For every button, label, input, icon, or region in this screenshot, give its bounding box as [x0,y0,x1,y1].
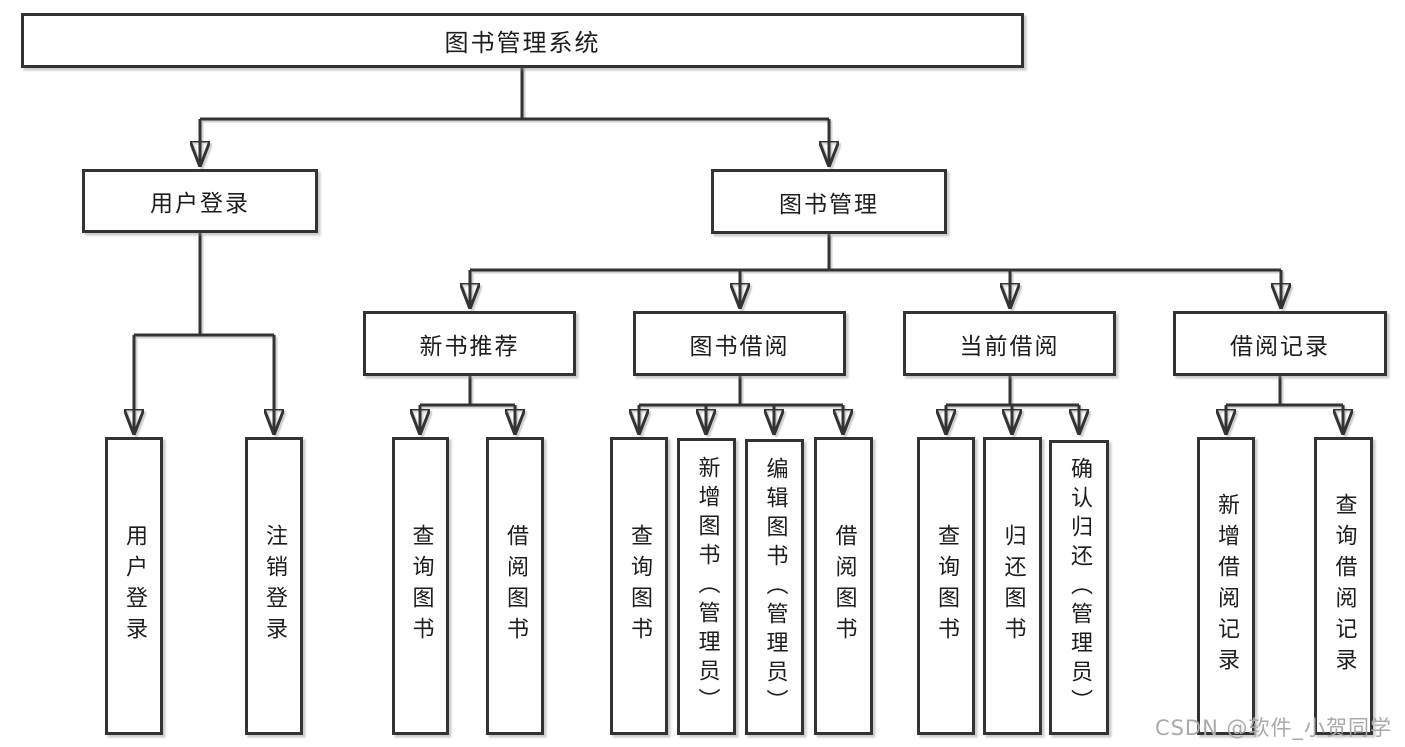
node-borrow-records: 借阅记录 [1173,311,1387,376]
leaf-borrow-edit-book-admin: 编辑图书（管理员） [745,439,804,735]
connector-arrows [134,119,1343,433]
leaf-borrow-query-book: 查询图书 [610,437,668,735]
leaf-newbook-query-book: 查询图书 [392,437,449,735]
node-book-management: 图书管理 [711,169,947,234]
leaf-record-add-record: 新增借阅记录 [1197,437,1255,735]
leaf-user-login: 用户登录 [105,437,163,735]
leaf-newbook-borrow-book: 借阅图书 [486,437,544,735]
leaf-current-return-book: 归还图书 [983,437,1042,735]
leaf-current-query-book: 查询图书 [917,437,975,735]
node-user-login: 用户登录 [82,169,318,233]
node-book-borrow: 图书借阅 [633,311,846,376]
node-current-borrow: 当前借阅 [903,311,1116,376]
leaf-record-query-record: 查询借阅记录 [1314,437,1373,735]
leaf-borrow-borrow-book: 借阅图书 [814,437,873,735]
watermark: CSDN @软件_小贺同学 [1154,716,1392,740]
leaf-current-confirm-return-admin: 确认归还（管理员） [1049,440,1109,735]
node-root: 图书管理系统 [21,13,1024,68]
leaf-borrow-add-book-admin: 新增图书（管理员） [677,438,736,735]
node-new-book-recommend: 新书推荐 [363,311,576,376]
connector-trunks [134,66,1343,407]
leaf-logout: 注销登录 [245,437,303,735]
